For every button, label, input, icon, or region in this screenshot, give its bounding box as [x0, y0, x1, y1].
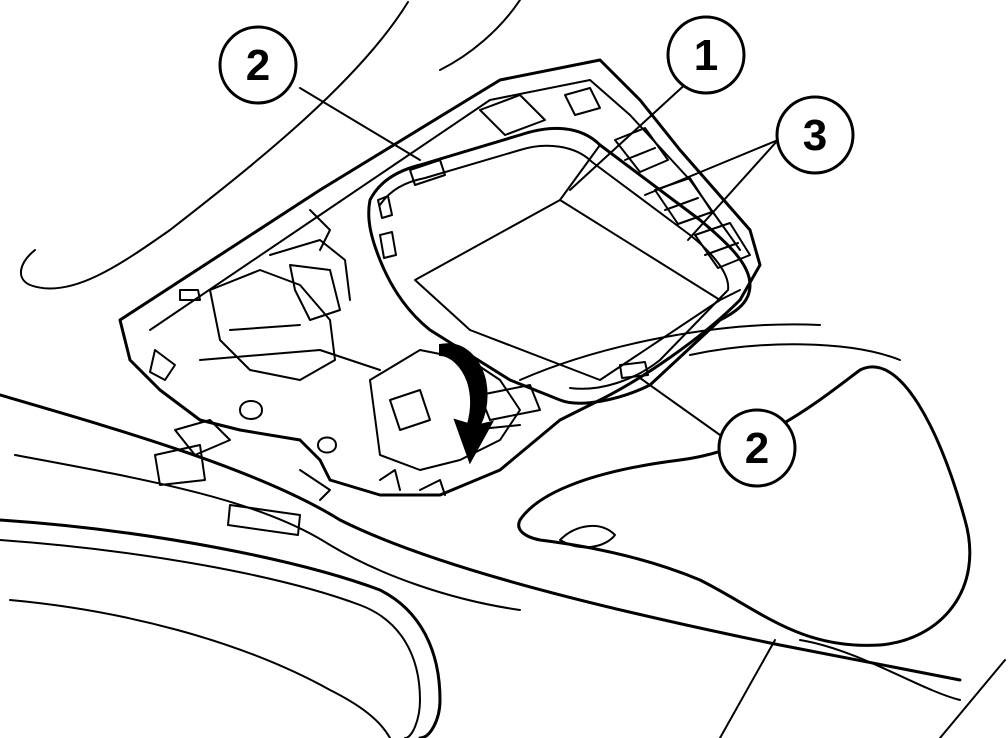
console-internals [199, 209, 541, 496]
callout-1: 1 [666, 15, 746, 95]
callout-3-label: 3 [803, 111, 827, 160]
console-lens [367, 126, 752, 405]
console-housing [118, 58, 762, 501]
callout-1-label: 1 [694, 31, 718, 80]
sun-visor [517, 365, 972, 647]
headliner-outline [20, 0, 901, 381]
direction-arrow [439, 343, 494, 465]
callout-2-top-label: 2 [246, 41, 270, 90]
leader-lines [299, 79, 779, 436]
callout-2-top: 2 [218, 25, 298, 105]
windshield-header [0, 393, 1006, 738]
callout-2-bottom: 2 [717, 408, 797, 488]
rearview-mirror [0, 504, 442, 738]
callout-3: 3 [775, 95, 855, 175]
callout-2-bottom-label: 2 [745, 424, 769, 473]
